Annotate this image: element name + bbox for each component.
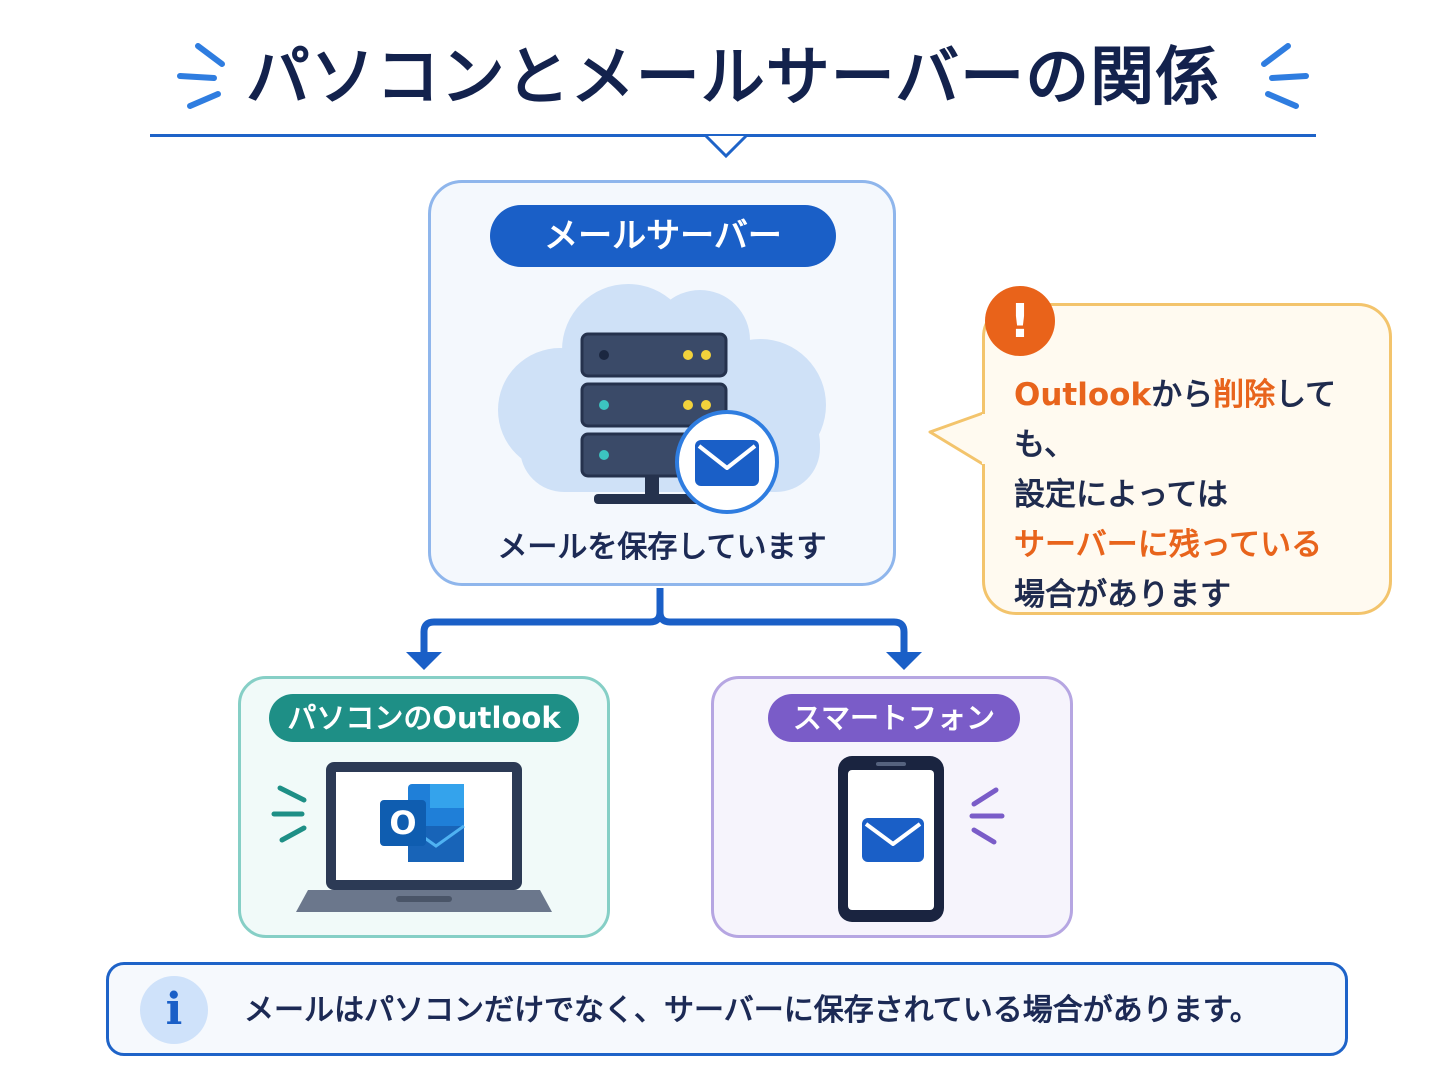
info-text: メールはパソコンだけでなく、サーバーに保存されている場合があります。	[244, 993, 1260, 1028]
exclamation-icon: !	[985, 286, 1055, 356]
mail-server-label: メールサーバー	[490, 205, 836, 267]
title-sparkle-right	[1261, 43, 1309, 109]
warning-line-2: 設定によっては	[1014, 477, 1228, 513]
warning-line-3: サーバーに残っている	[1014, 527, 1323, 563]
server-caption: メールを保存しています	[497, 530, 827, 565]
smartphone-label: スマートフォン	[768, 694, 1020, 742]
warning-highlight-delete: 削除	[1213, 377, 1276, 413]
warning-line-1: Outlookから削除しても、	[1014, 370, 1384, 470]
outlook-app-icon	[380, 784, 465, 862]
info-bar	[106, 962, 1348, 1056]
pc-outlook-label: パソコンのOutlook	[269, 694, 579, 742]
phone-mail-icon	[862, 818, 924, 862]
arrow-head-left	[406, 652, 442, 670]
warning-text: Outlookから削除しても、 設定によっては サーバーに残っている 場合があり…	[1014, 370, 1384, 620]
arrow-head-right	[886, 652, 922, 670]
phone-sparkle	[969, 787, 1005, 845]
title-underline	[150, 134, 1316, 137]
title-sparkle-left	[177, 43, 225, 109]
warning-line-4: 場合があります	[1014, 577, 1231, 613]
title-notch	[704, 134, 748, 159]
server-rack-icon	[580, 332, 728, 504]
info-icon: i	[140, 976, 208, 1044]
warning-text-shitemo: しても、	[1014, 377, 1337, 463]
laptop-sparkle	[271, 785, 307, 843]
connector-lines	[420, 588, 908, 652]
warning-highlight-outlook: Outlook	[1014, 377, 1152, 413]
outlook-letter: O	[389, 804, 417, 842]
page-title: パソコンとメールサーバーの関係	[245, 41, 1221, 115]
warning-callout	[982, 303, 1392, 615]
mail-badge-icon	[675, 410, 779, 514]
warning-text-kara: から	[1151, 377, 1214, 413]
